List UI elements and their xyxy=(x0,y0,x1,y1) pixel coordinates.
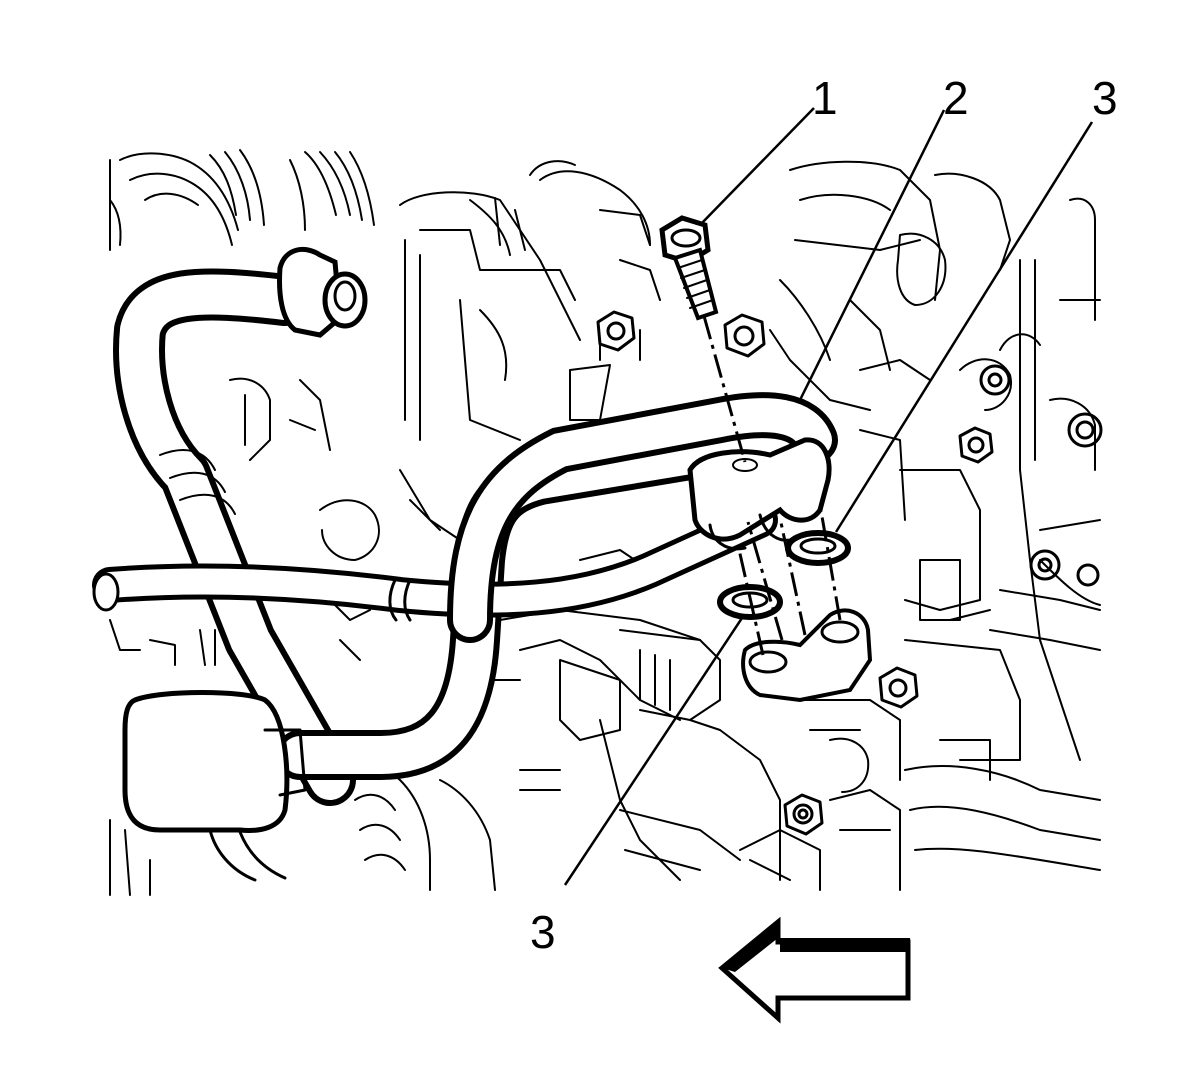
direction-arrow xyxy=(718,916,911,1024)
bolt-head xyxy=(958,426,994,464)
bolt-head xyxy=(1076,563,1100,587)
seal-upper xyxy=(785,530,851,566)
hose-horizontal xyxy=(92,502,778,622)
alignment-lines xyxy=(702,315,842,656)
bolt-head xyxy=(1067,412,1103,448)
accumulator-canister xyxy=(122,690,307,882)
callout-3-upper: 3 xyxy=(1092,72,1118,124)
leader-line-3-upper xyxy=(834,121,1094,533)
component-2-fitting-block xyxy=(687,437,832,551)
leader-line-1 xyxy=(699,107,815,226)
bolt-head xyxy=(596,310,636,352)
leader-lines xyxy=(563,107,1094,886)
pipe-end-fitting xyxy=(277,246,368,338)
bolt-head xyxy=(878,666,919,709)
bolt-head xyxy=(783,793,824,836)
component-1-bolt xyxy=(659,215,719,321)
bolt-head xyxy=(1029,549,1061,581)
bolt-head xyxy=(723,313,766,358)
compressor-port-block xyxy=(741,608,873,703)
callout-2: 2 xyxy=(943,72,969,124)
bolt-head xyxy=(979,364,1011,396)
leader-line-2 xyxy=(798,109,946,401)
background-bolts xyxy=(596,310,1103,836)
callout-3-lower: 3 xyxy=(530,906,556,958)
leader-line-3-lower xyxy=(563,617,744,886)
engine-background xyxy=(109,149,1101,896)
ac-hose-left xyxy=(113,268,356,806)
callout-labels: 1 2 3 3 xyxy=(530,72,1118,958)
callout-1: 1 xyxy=(812,72,838,124)
ac-hose-upper xyxy=(447,392,838,643)
